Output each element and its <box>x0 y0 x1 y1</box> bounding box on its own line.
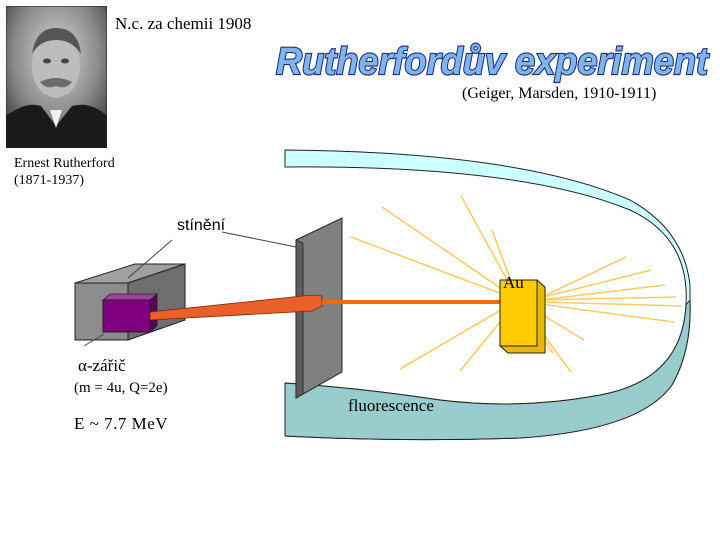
rutherford-portrait <box>6 6 107 148</box>
fluorescence-screen <box>284 149 691 441</box>
particle-properties: (m = 4u, Q=2e) <box>74 380 168 396</box>
portrait-name: Ernest Rutherford <box>14 156 115 171</box>
screen-label: fluorescence <box>348 396 434 415</box>
title-text: Rutherfordův experiment <box>276 41 709 83</box>
source-label-pointer <box>83 333 105 347</box>
alpha-source-label: α-zářič <box>78 356 126 375</box>
portrait-years: (1871-1937) <box>14 173 84 188</box>
nobel-prize-note: N.c. za chemii 1908 <box>115 14 252 33</box>
shield-plate <box>295 217 343 399</box>
gold-foil <box>499 279 546 354</box>
shield-label: stínění <box>177 217 226 234</box>
alpha-source <box>74 263 186 341</box>
particle-energy: E ~ 7.7 MeV <box>74 414 169 433</box>
shield-pointer <box>221 231 297 248</box>
gold-foil-label: Au <box>503 273 524 292</box>
portrait-caption: Ernest Rutherford (1871-1937) <box>14 155 115 189</box>
alpha-beam <box>149 294 323 321</box>
source-pointer <box>127 239 173 279</box>
authors-note: (Geiger, Marsden, 1910-1911) <box>462 85 657 102</box>
page-title: Rutherfordův experiment <box>275 40 710 84</box>
